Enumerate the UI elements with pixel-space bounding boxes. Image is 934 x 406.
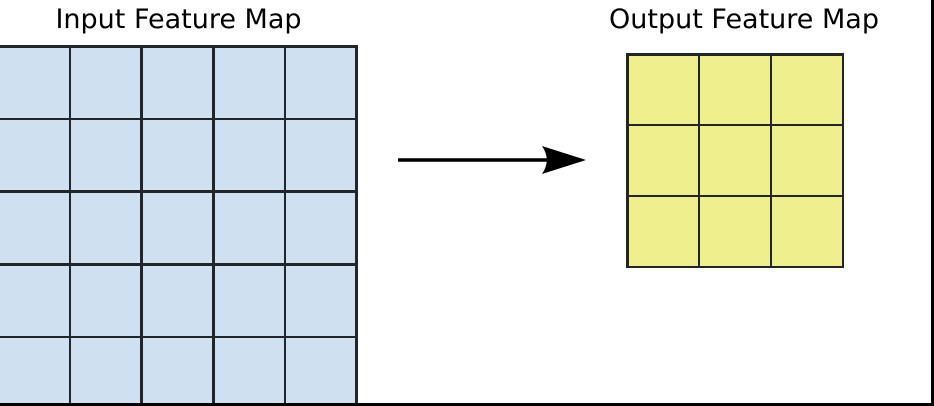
input-grid-cell xyxy=(286,338,356,403)
input-grid-cell xyxy=(142,338,213,403)
output-grid-cell xyxy=(772,126,842,195)
input-grid-cell xyxy=(0,265,69,336)
output-grid-cell xyxy=(772,197,842,266)
input-grid-cell xyxy=(214,265,284,336)
input-grid-cell xyxy=(214,192,284,264)
input-grid-cell xyxy=(214,47,284,118)
input-grid-cell xyxy=(71,47,141,118)
output-grid-cell xyxy=(628,197,698,266)
output-feature-map-title: Output Feature Map xyxy=(609,4,879,35)
output-grid-cell xyxy=(700,55,770,124)
output-feature-map-grid xyxy=(626,53,844,268)
input-grid-cell xyxy=(71,120,141,191)
input-grid-cell xyxy=(142,265,213,336)
input-grid-cell xyxy=(71,192,141,264)
input-grid-cell xyxy=(214,338,284,403)
input-grid-cell xyxy=(71,338,141,403)
input-grid-cell xyxy=(286,120,356,191)
output-grid-cell xyxy=(772,55,842,124)
output-grid-cell xyxy=(700,197,770,266)
input-grid-cell xyxy=(71,265,141,336)
input-grid-cell xyxy=(286,265,356,336)
right-arrow-icon xyxy=(398,146,586,174)
input-grid-cell xyxy=(142,47,213,118)
input-grid-cell xyxy=(214,120,284,191)
input-grid-cell xyxy=(142,120,213,191)
input-grid-cell xyxy=(0,120,69,191)
input-feature-map-grid xyxy=(0,45,358,403)
input-grid-cell xyxy=(286,192,356,264)
output-grid-cell xyxy=(628,126,698,195)
input-grid-cell xyxy=(286,47,356,118)
input-grid-cell xyxy=(0,192,69,264)
input-feature-map-title: Input Feature Map xyxy=(55,4,302,35)
input-grid-cell xyxy=(0,338,69,403)
output-grid-cell xyxy=(700,126,770,195)
output-grid-cell xyxy=(628,55,698,124)
input-grid-cell xyxy=(142,192,213,264)
input-grid-cell xyxy=(0,47,69,118)
